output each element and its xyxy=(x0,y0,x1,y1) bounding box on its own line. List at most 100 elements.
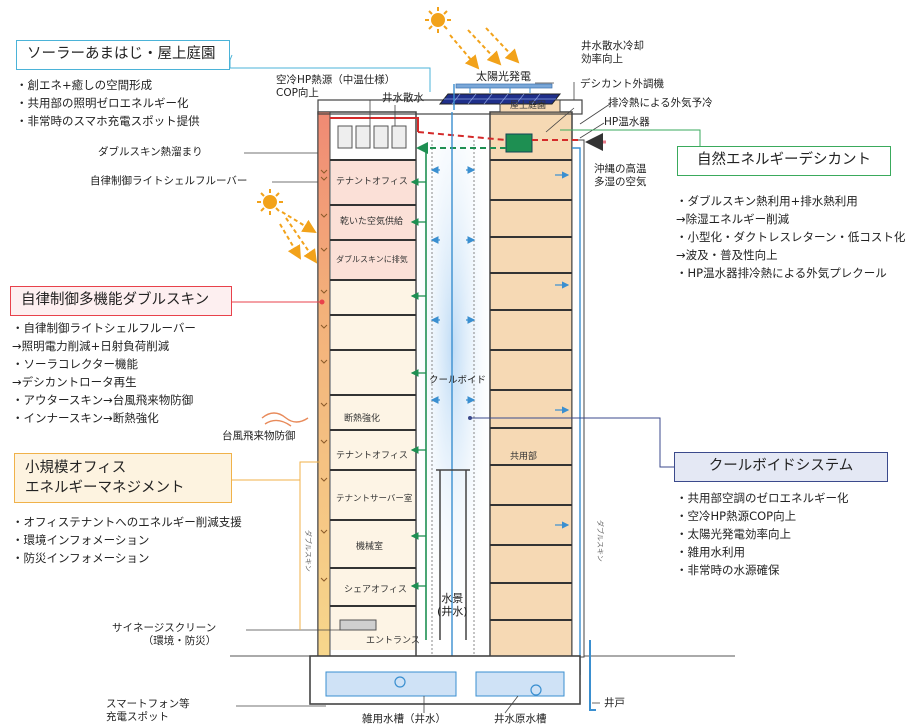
solar-power-label: 太陽光発電 xyxy=(476,70,531,83)
floor-entrance: エントランス xyxy=(366,636,420,646)
coolvoid-bullets: ・共用部空調のゼロエネルギー化 ・空冷HP熱源COP向上 ・太陽光発電効率向上 … xyxy=(676,489,849,579)
desiccant-unit xyxy=(505,133,533,153)
floor-tenant-server: テナントサーバー室 xyxy=(336,494,413,504)
left-warm-fill xyxy=(331,160,415,280)
list-item: →除湿エネルギー削減 xyxy=(676,212,790,226)
exhaust-precool-label: 排冷熱による外気予冷 xyxy=(608,97,713,109)
list-item: ・ソーラコレクター機能 xyxy=(12,357,139,371)
well-cooling-line2: 効率向上 xyxy=(581,53,623,65)
list-item: ・ダブルスキン熱利用+排水熱利用 xyxy=(676,194,858,208)
cool-void-area xyxy=(417,140,489,657)
hp-heater-label: HP温水器 xyxy=(604,116,650,128)
desiccant-section-title: 自然エネルギーデシカント xyxy=(677,146,891,176)
hp-source-line2: COP向上 xyxy=(276,87,319,99)
floor-ds-exhaust: ダブルスキンに排気 xyxy=(336,255,408,264)
smartphone-line2: 充電スポット xyxy=(106,711,169,723)
coolvoid-connector xyxy=(470,417,674,468)
doubleskin-section-title: 自律制御多機能ダブルスキン xyxy=(10,286,232,316)
floor-share-office: シェアオフィス xyxy=(344,585,407,595)
signage-line1: サイネージスクリーン xyxy=(112,622,217,634)
office-connector xyxy=(231,461,320,481)
signage-line2: （環境・防災） xyxy=(142,635,217,647)
doubleskin-bullets: ・自律制御ライトシェルフルーバー →照明電力削減+日射負荷削減 ・ソーラコレクタ… xyxy=(12,319,196,427)
list-item: ・自律制御ライトシェルフルーバー xyxy=(12,321,196,335)
right-block xyxy=(489,111,573,658)
smartphone-label: スマートフォン等 充電スポット xyxy=(106,698,190,724)
lobby-frame xyxy=(436,469,470,640)
typhoon-label: 台風飛来物防御 xyxy=(222,430,296,442)
pump-icon xyxy=(530,684,542,696)
floor-machine-room: 機械室 xyxy=(356,542,384,552)
office-section-title: 小規模オフィス エネルギーマネジメント xyxy=(14,453,232,503)
well-pipe xyxy=(589,640,596,711)
list-item: →波及・普及性向上 xyxy=(676,248,778,262)
misc-tank-label: 雑用水槽（井水） xyxy=(362,713,446,725)
hp-units xyxy=(337,125,407,149)
well-spray-label: 井水散水 xyxy=(382,92,424,104)
pump-icon xyxy=(394,676,406,688)
office-title-line2: エネルギーマネジメント xyxy=(25,480,185,496)
floor-dry-air: 乾いた空気供給 xyxy=(340,217,404,227)
waterscape-label: 水景 (井水) xyxy=(437,592,468,618)
coolvoid-section-title: クールボイドシステム xyxy=(674,452,888,482)
desiccant-unit-label: デシカント外調機 xyxy=(580,78,664,90)
svg-text:ダブルスキン: ダブルスキン xyxy=(304,530,313,572)
right-outer-skin xyxy=(571,139,585,658)
floor-common: 共用部 xyxy=(510,452,538,462)
list-item: ・環境インフォメーション xyxy=(12,533,150,547)
hp-source-line1: 空冷HP熱源（中温仕様） xyxy=(276,74,396,86)
list-item: ・共用部空調のゼロエネルギー化 xyxy=(676,491,849,505)
list-item: ・アウタースキン→台風飛来物防御 xyxy=(12,393,194,407)
list-item: ・非常時の水源確保 xyxy=(676,563,780,577)
office-bullets: ・オフィステナントへのエネルギー削減支援 ・環境インフォメーション ・防災インフ… xyxy=(12,513,242,567)
sun-ray-arrows xyxy=(279,27,520,264)
well-label: 井戸 xyxy=(604,697,625,709)
solar-connector xyxy=(229,54,431,92)
solar-section-title: ソーラーあまはじ・屋上庭園 xyxy=(16,40,230,70)
left-floor-slabs xyxy=(330,159,416,607)
list-item: ・太陽光発電効率向上 xyxy=(676,527,791,541)
cool-void-label: クールボイド xyxy=(429,375,487,386)
floor-tenant-office-mid: テナントオフィス xyxy=(336,451,408,461)
double-skin-strip xyxy=(317,111,331,658)
list-item: ・オフィステナントへのエネルギー削減支援 xyxy=(12,515,242,529)
double-skin-pool-label: ダブルスキン熱溜まり xyxy=(98,146,203,158)
list-item: ・雑用水利用 xyxy=(676,545,745,559)
okinawa-air-label: 沖縄の高温 多湿の空気 xyxy=(594,163,647,189)
list-item: ・非常時のスマホ充電スポット提供 xyxy=(16,114,200,128)
sun-icon xyxy=(425,7,451,33)
spray-pipe xyxy=(455,83,553,89)
well-tank-label: 井水原水槽 xyxy=(494,713,547,725)
signage-label: サイネージスクリーン （環境・防災） xyxy=(112,622,216,648)
roof-garden-label: 屋上庭園 xyxy=(510,101,547,111)
right-floor-slabs xyxy=(490,159,572,621)
desiccant-bullets: ・ダブルスキン熱利用+排水熱利用 →除湿エネルギー削減 ・小型化・ダクトレスレタ… xyxy=(676,192,905,282)
hp-source-label: 空冷HP熱源（中温仕様） COP向上 xyxy=(276,74,395,100)
well-cooling-line1: 井水散水冷却 xyxy=(581,40,644,52)
office-title-line1: 小規模オフィス xyxy=(25,460,127,476)
svg-text:ダブルスキン: ダブルスキン xyxy=(596,520,605,562)
list-item: ・共用部の照明ゼロエネルギー化 xyxy=(16,96,189,110)
solar-bullets: ・創エネ+癒しの空間形成 ・共用部の照明ゼロエネルギー化 ・非常時のスマホ充電ス… xyxy=(16,76,200,130)
typhoon-swirl-icon xyxy=(261,412,309,423)
list-item: ・防災インフォメーション xyxy=(12,551,150,565)
void-air-arrows xyxy=(430,166,476,404)
smartphone-line1: スマートフォン等 xyxy=(106,698,190,710)
well-water-tank xyxy=(475,671,565,697)
well-water-riser xyxy=(451,84,455,656)
list-item: →照明電力削減+日射負荷削減 xyxy=(12,339,170,353)
misc-water-tank xyxy=(325,671,457,697)
okinawa-line2: 多湿の空気 xyxy=(594,176,647,188)
signage-screen xyxy=(339,619,377,631)
left-light-fill xyxy=(331,280,415,650)
right-supply-arrows xyxy=(555,171,570,529)
floor-insulation: 断熱強化 xyxy=(344,414,381,424)
well-return xyxy=(572,147,581,675)
list-item: ・小型化・ダクトレスレターン・低コスト化 xyxy=(676,230,906,244)
okinawa-line1: 沖縄の高温 xyxy=(594,163,647,175)
list-item: ・インナースキン→断熱強化 xyxy=(12,411,159,425)
list-item: ・創エネ+癒しの空間形成 xyxy=(16,78,153,92)
sun-icon xyxy=(257,189,283,215)
well-cooling-label: 井水散水冷却 効率向上 xyxy=(581,40,644,66)
